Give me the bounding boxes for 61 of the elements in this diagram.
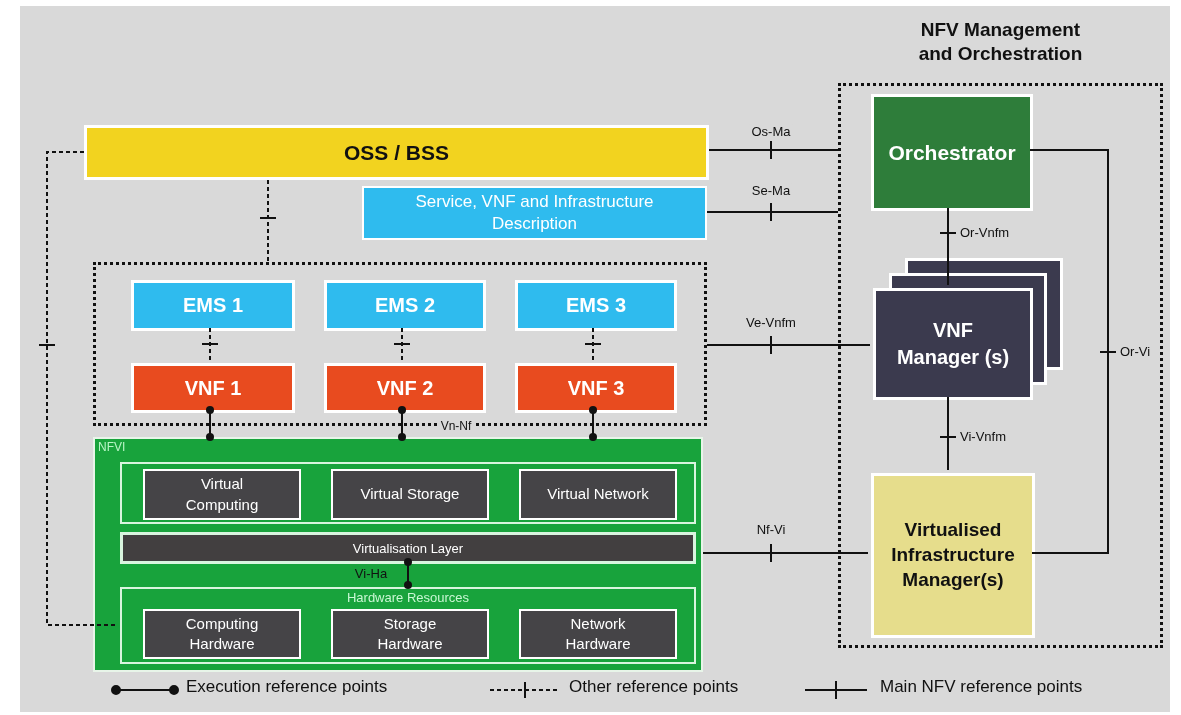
node-label: Storage Hardware (376, 613, 444, 654)
node-label: EMS 3 (566, 294, 626, 317)
reference-line (1029, 149, 1117, 554)
vnf-box (515, 363, 677, 413)
node-label: Network Hardware (564, 613, 632, 654)
orchestrator-box (871, 94, 1033, 211)
vnf-box (324, 363, 486, 413)
node-label: Virtualised Infrastructure Manager(s) (890, 518, 1016, 592)
node-label: VNF 2 (376, 376, 434, 400)
manager-box (871, 473, 1035, 638)
resource-box (143, 469, 301, 520)
node-label: VNF Manager (s) (895, 318, 1011, 370)
reference-line (939, 396, 957, 471)
reference-line (584, 327, 602, 361)
resource-box (519, 469, 677, 520)
execution-reference-line (206, 406, 214, 441)
reference-line (706, 335, 871, 355)
resource-box (519, 609, 677, 659)
node-label: Computing Hardware (184, 613, 260, 654)
resource-box (331, 609, 489, 659)
reference-line (702, 543, 869, 563)
resource-band (120, 587, 696, 664)
legend-label: Main NFV reference points (880, 677, 1083, 697)
reference-line (259, 179, 277, 263)
execution-reference-line (589, 406, 597, 441)
reference-line (939, 207, 957, 286)
description-box (362, 186, 707, 240)
reference-line (706, 202, 839, 222)
node-label: VNF 3 (567, 376, 625, 400)
vnf-box (131, 363, 295, 413)
node-label: VNF 1 (184, 376, 242, 400)
infrastructure-panel (93, 437, 703, 672)
manager-box (873, 288, 1033, 400)
reference-line (708, 140, 839, 160)
system-bar (84, 125, 709, 180)
reference-line (393, 327, 411, 361)
node-label: Hardware Resources (346, 590, 470, 605)
resource-band (120, 462, 696, 524)
node-label: Virtual Computing (184, 474, 260, 515)
resource-box (331, 469, 489, 520)
legend-label: Execution reference points (186, 677, 388, 697)
ems-box (131, 280, 295, 331)
group-heading: NFV Management and Orchestration (917, 18, 1084, 66)
layer-bar (120, 532, 696, 564)
legend-label: Other reference points (569, 677, 739, 697)
node-label: Service, VNF and Infrastructure Description (414, 190, 655, 235)
execution-reference-line (404, 558, 412, 589)
node-label: Virtual Storage (360, 484, 460, 505)
resource-box (143, 609, 301, 659)
node-label: Orchestrator (888, 140, 1016, 165)
ems-box (324, 280, 486, 331)
node-label: Virtualisation Layer (352, 540, 464, 556)
node-label: Virtual Network (547, 484, 649, 505)
node-label: NFVI (98, 440, 126, 454)
execution-reference-line (398, 406, 406, 441)
reference-point-label: Vn-Nf (438, 419, 474, 433)
node-label: OSS / BSS (344, 140, 449, 165)
ems-box (515, 280, 677, 331)
node-label: EMS 2 (375, 294, 435, 317)
reference-line (201, 327, 219, 361)
node-label: EMS 1 (183, 294, 243, 317)
